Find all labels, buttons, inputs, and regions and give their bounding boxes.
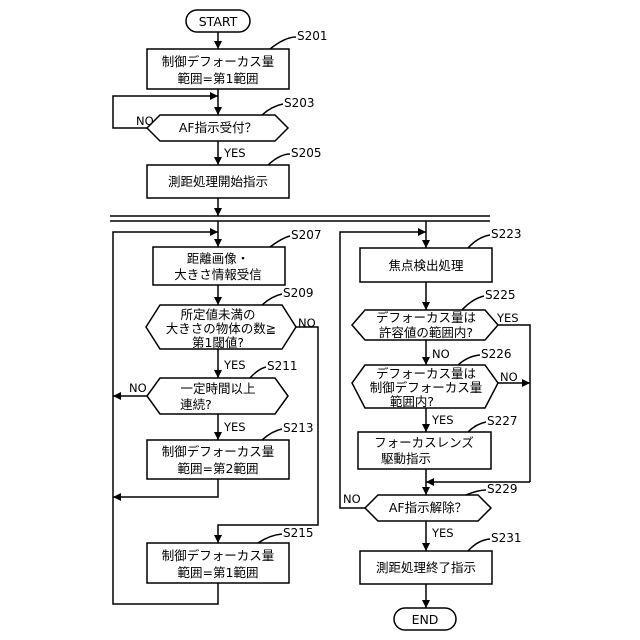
s205-text: 測距処理開始指示 [168,174,268,189]
s231-text: 測距処理終了指示 [376,560,476,575]
step-label-s213: S213 [283,421,314,435]
s226-yes-label: YES [431,413,454,427]
s226-text-line3: 範囲内? [390,394,434,409]
s225-no-label: NO [432,347,450,361]
s213-text-line1: 制御デフォーカス量 [162,444,275,459]
s227-text-line2: 駆動指示 [381,451,431,466]
s201-text-line1: 制御デフォーカス量 [162,54,275,69]
s226-text-line2: 制御デフォーカス量 [370,380,483,395]
end-label: END [412,612,439,627]
s225-text-line1: デフォーカス量は [376,310,476,325]
s209-text-line2: 大きさの物体の数≧ [166,321,276,336]
step-label-s205: S205 [291,146,322,160]
s209-text-line3: 第1閾値? [192,335,244,350]
s211-no-label: NO [129,381,147,395]
s203-no-label: NO [136,114,154,128]
step-label-s229: S229 [487,482,518,496]
s209-text-line1: 所定値未満の [180,307,255,322]
s226-no-label: NO [500,370,518,384]
s225-yes-label: YES [496,311,519,325]
step-label-s201: S201 [297,29,328,43]
s229-no-label: NO [343,492,361,506]
s229-text: AF指示解除？ [389,500,467,515]
step-label-s215: S215 [283,526,314,540]
step-label-s223: S223 [491,227,522,241]
s211-yes-label: YES [223,420,246,434]
s225-text-line2: 許容値の範囲内? [379,325,473,340]
step-label-s225: S225 [485,288,516,302]
s223-text: 焦点検出処理 [388,258,464,273]
step-label-s211: S211 [267,359,298,373]
s229-yes-label: YES [431,526,454,540]
s227-text-line1: フォーカスレンズ [374,435,474,450]
s213-text-line2: 範囲=第2範囲 [178,461,259,476]
step-label-s227: S227 [487,414,518,428]
step-label-s207: S207 [291,228,322,242]
step-label-s203: S203 [284,96,315,110]
s201-text-line2: 範囲=第1範囲 [178,71,259,86]
start-label: START [199,14,238,29]
s203-yes-label: YES [223,146,246,160]
s209-yes-label: YES [223,358,246,372]
s203-text: AF指示受付？ [179,120,257,135]
s209-no-label: NO [298,316,316,330]
s207-text-line2: 大きさ情報受信 [174,267,262,282]
s207-text-line1: 距離画像・ [187,251,250,266]
s215-text-line2: 範囲=第1範囲 [178,565,259,580]
step-label-s209: S209 [283,286,314,300]
step-label-s231: S231 [491,531,522,545]
s215-text-line1: 制御デフォーカス量 [162,548,275,563]
s211-text-line2: 連続? [180,397,212,412]
s211-text-line1: 一定時間以上 [180,381,255,396]
step-label-s226: S226 [481,347,512,361]
s226-text-line1: デフォーカス量は [376,366,476,381]
